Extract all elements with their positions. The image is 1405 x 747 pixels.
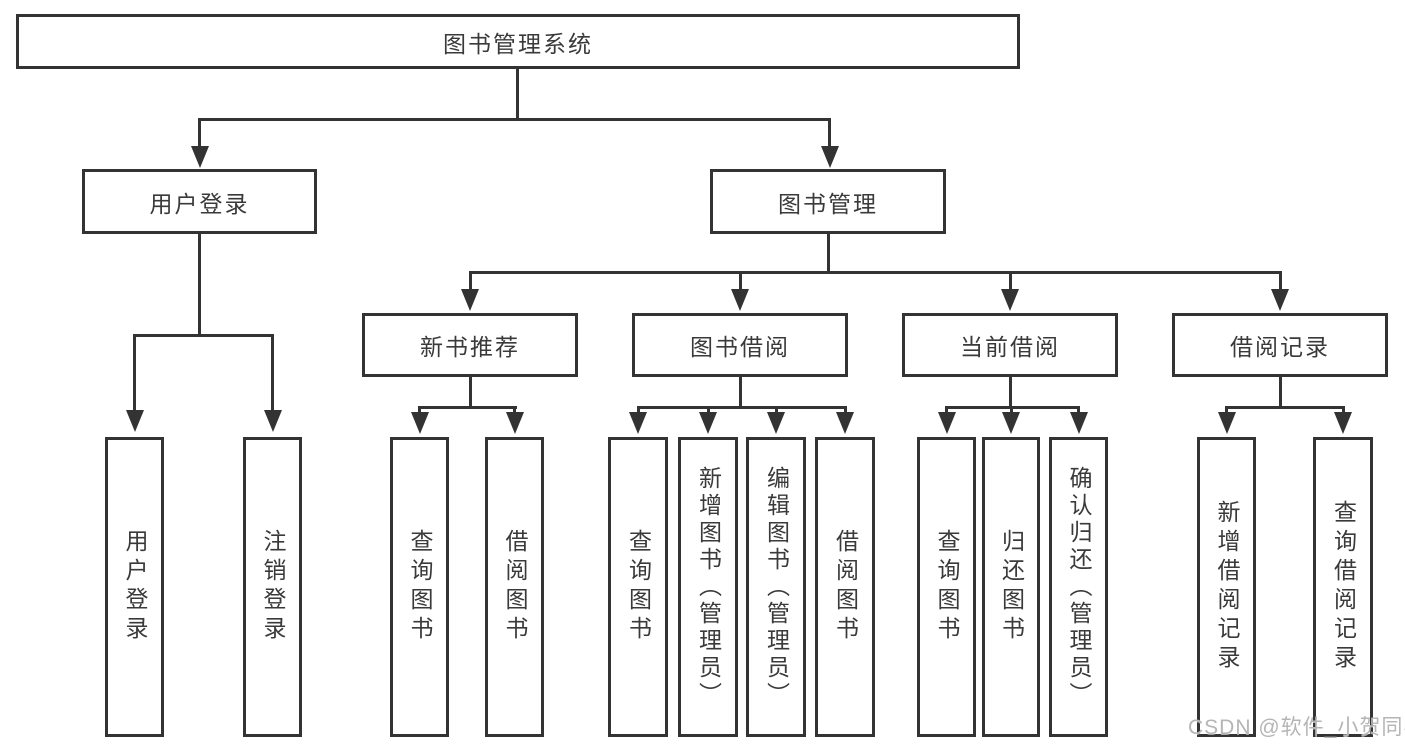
connector-line [1225,406,1345,409]
connector-line [1225,406,1228,415]
connector-line [1278,375,1282,408]
connector-line [1278,271,1282,289]
leaf-label: 查询图书 [934,529,960,645]
leaf-newbooks-query: 查询图书 [390,437,449,737]
connector-line [1077,406,1080,415]
connector-line [1008,271,1012,289]
leaf-label: 新增图书（管理员） [695,465,722,709]
arrow-down-icon [699,412,717,434]
arrow-down-icon [410,412,429,434]
arrow-down-icon [1217,412,1236,434]
connector-line [774,406,778,415]
node-root: 图书管理系统 [16,14,1020,69]
connector-line [418,406,517,409]
connector-line [418,406,421,415]
connector-line [468,271,472,289]
leaf-label: 查询图书 [625,529,652,645]
leaf-records-query: 查询借阅记录 [1313,437,1373,737]
node-new-book-recommend: 新书推荐 [362,313,578,377]
arrow-down-icon [820,146,839,168]
arrow-down-icon [937,412,956,434]
leaf-label: 借阅图书 [832,529,859,645]
node-book-borrow-label: 图书借阅 [690,334,790,360]
leaf-current-query: 查询图书 [917,437,976,737]
leaf-login-logout: 注销登录 [243,437,302,737]
leaf-label: 编辑图书（管理员） [763,465,790,709]
connector-line [706,406,710,415]
leaf-label: 归还图书 [998,529,1025,645]
connector-line [636,406,640,415]
leaf-current-confirm-admin: 确认归还（管理员） [1049,437,1108,737]
arrow-down-icon [125,410,144,432]
leaf-login-user-login: 用户登录 [105,437,164,737]
leaf-label: 查询借阅记录 [1330,500,1357,674]
arrow-down-icon [1334,412,1352,434]
leaf-borrow-edit-admin: 编辑图书（管理员） [746,437,806,737]
csdn-watermark: CSDN @软件_小贺同学 [1188,716,1405,739]
leaf-newbooks-borrow: 借阅图书 [485,437,544,737]
arrow-down-icon [1001,289,1019,311]
arrow-down-icon [1002,412,1020,434]
arrow-down-icon [263,410,282,432]
connector-line [468,375,472,408]
node-book-management: 图书管理 [710,169,946,234]
connector-line [945,406,1080,409]
node-book-management-label: 图书管理 [778,190,878,217]
node-borrow-records: 借阅记录 [1172,313,1388,377]
arrow-down-icon [505,412,524,434]
leaf-records-add: 新增借阅记录 [1197,437,1256,737]
arrow-down-icon [1069,412,1088,434]
node-borrow-records-label: 借阅记录 [1230,334,1330,360]
connector-line [133,334,274,337]
node-current-borrow-label: 当前借阅 [960,334,1060,360]
arrow-down-icon [767,412,785,434]
connector-line [1341,406,1345,415]
leaf-label: 注销登录 [260,529,286,645]
connector-line [198,118,831,121]
connector-line [513,406,516,415]
leaf-label: 查询图书 [407,529,433,645]
node-root-label: 图书管理系统 [443,30,593,57]
connector-line [1009,406,1013,415]
arrow-down-icon [836,412,854,434]
leaf-label: 用户登录 [122,529,148,645]
leaf-current-return: 归还图书 [982,437,1040,737]
connector-line [738,271,742,289]
leaf-borrow-borrow: 借阅图书 [815,437,875,737]
connector-line [516,67,519,120]
connector-line [945,406,948,415]
connector-line [1008,375,1012,408]
arrow-down-icon [190,146,209,168]
arrow-down-icon [731,289,749,311]
connector-line [738,375,742,408]
connector-line [198,232,201,336]
connector-line [826,232,830,274]
leaf-label: 新增借阅记录 [1214,500,1240,674]
arrow-down-icon [1271,289,1289,311]
leaf-borrow-add-admin: 新增图书（管理员） [678,437,738,737]
node-new-book-recommend-label: 新书推荐 [420,334,520,360]
connector-line [636,406,847,409]
connector-line [843,406,847,415]
arrow-down-icon [629,412,647,434]
connector-line [828,118,831,148]
leaf-label: 确认归还（管理员） [1066,465,1092,709]
node-user-login: 用户登录 [82,169,317,234]
connector-line [133,334,136,412]
node-current-borrow: 当前借阅 [902,313,1118,377]
node-user-login-label: 用户登录 [149,190,250,217]
arrow-down-icon [461,289,479,311]
leaf-label: 借阅图书 [502,529,528,645]
node-book-borrow: 图书借阅 [632,313,848,377]
connector-line [271,334,274,412]
leaf-borrow-query: 查询图书 [608,437,668,737]
connector-line [198,118,201,148]
connector-line [468,271,1282,274]
